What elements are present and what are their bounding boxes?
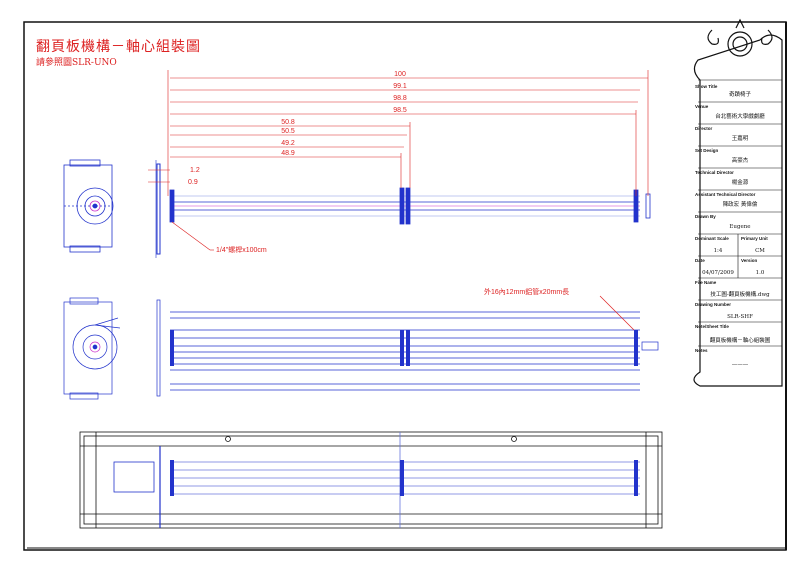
tube-note: 外16內12mm鋁管x20mm長 <box>484 287 569 296</box>
value-show-title: 奇蹟椅子 <box>729 90 752 98</box>
label-unit: Primary Unit <box>741 236 768 241</box>
value-scale: 1:4 <box>714 248 723 254</box>
dim-mid-2: 50.5 <box>281 128 295 135</box>
dim-overall-1: 100 <box>394 71 406 78</box>
dim-overall-3: 98.8 <box>393 95 407 102</box>
label-scale: Dominant Scale <box>695 236 729 241</box>
value-drawing-number: SLR-SHF <box>727 314 753 320</box>
top-view: 100 99.1 98.8 98.5 50.8 50.5 49.2 48.9 1… <box>63 70 651 296</box>
dim-overall-2: 99.1 <box>393 83 407 90</box>
title-block: Show Title Venue Director Set Design Tec… <box>693 18 783 387</box>
value-drawn-by: Eugene <box>729 224 750 230</box>
label-note-sheet: Note/Sheet Title <box>695 324 729 329</box>
dimension-lines <box>148 70 649 251</box>
scroll-banner <box>693 34 783 387</box>
end-view-side <box>63 297 121 400</box>
value-director: 王嘉明 <box>732 134 749 142</box>
dim-mid-3: 49.2 <box>281 140 295 147</box>
label-date: Date <box>695 258 705 263</box>
label-notes: Notes <box>695 348 708 353</box>
end-view-top <box>63 159 114 253</box>
logo-seal <box>707 18 773 57</box>
label-venue: Venue <box>695 104 709 109</box>
label-technical-director: Technical Director <box>695 170 734 175</box>
label-set-design: Set Design <box>695 148 719 153</box>
value-unit: CM <box>755 248 765 254</box>
value-note-sheet: 翻頁板機構－軸心組裝圖 <box>710 336 771 344</box>
label-assistant-td: Assistant Technical Director <box>695 192 756 197</box>
dim-small-2: 0.9 <box>188 179 198 186</box>
label-file-name: File Name <box>695 280 717 285</box>
value-technical-director: 楊金源 <box>732 178 749 186</box>
side-view <box>63 295 659 400</box>
value-set-design: 高豪杰 <box>732 156 749 164</box>
value-version: 1.0 <box>756 270 765 276</box>
shaft-top <box>169 187 651 225</box>
label-drawn-by: Drawn By <box>695 214 716 219</box>
value-venue: 台北藝術大學戲劇廳 <box>715 112 765 120</box>
label-drawing-number: Drawing Number <box>695 302 731 307</box>
drawing-subtitle: 請參照圖SLR-UNO <box>36 58 117 68</box>
label-show-title: Show Title <box>695 84 718 89</box>
label-director: Director <box>695 126 713 131</box>
rod-note: 1/4"螺桿x100cm <box>216 245 267 254</box>
label-version: Version <box>741 258 758 263</box>
value-date: 04/07/2009 <box>702 270 734 276</box>
frame-view <box>79 431 663 529</box>
dim-mid-4: 48.9 <box>281 150 295 157</box>
dim-mid-1: 50.8 <box>281 119 295 126</box>
value-notes: ——— <box>732 362 749 368</box>
drawing-title: 翻頁板機構－軸心組裝圖 <box>36 39 201 55</box>
value-assistant-td: 陳政宏 黃偉倫 <box>723 200 758 208</box>
dim-small-1: 1.2 <box>190 167 200 174</box>
dim-overall-4: 98.5 <box>393 107 407 114</box>
value-file-name: 技工圖-翻頁板機構.dwg <box>710 290 770 298</box>
